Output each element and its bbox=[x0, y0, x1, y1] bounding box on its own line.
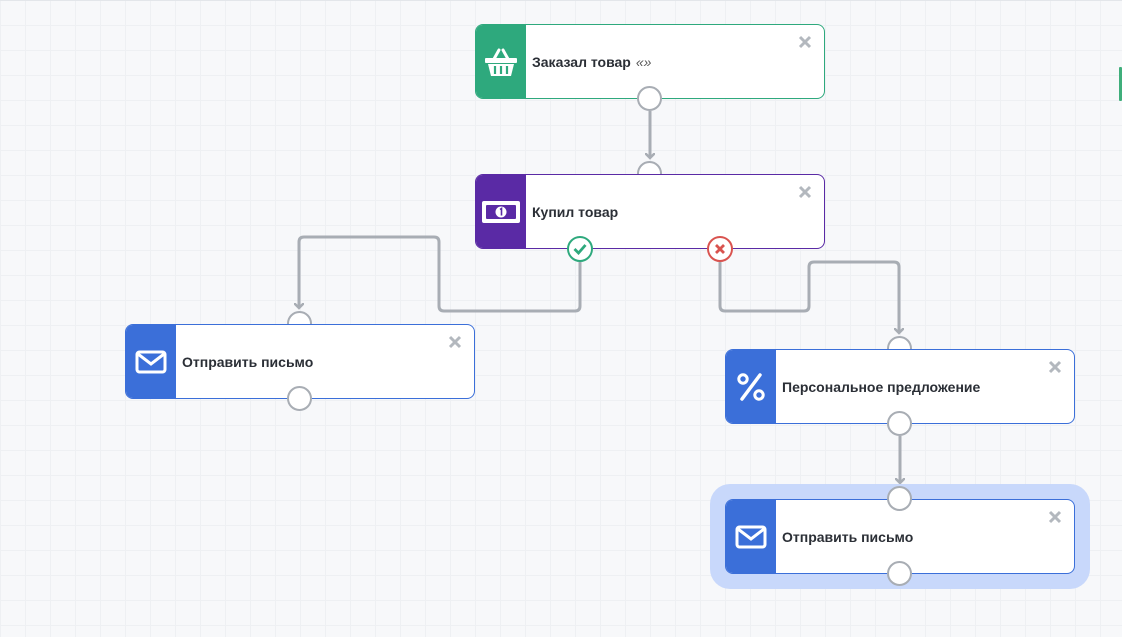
canvas-top-border bbox=[0, 0, 1122, 1]
close-icon[interactable] bbox=[798, 185, 812, 199]
node-bought-product[interactable]: Купил товар bbox=[475, 174, 825, 249]
product-placeholder[interactable]: «» bbox=[635, 53, 652, 70]
close-icon[interactable] bbox=[798, 35, 812, 49]
no-port[interactable] bbox=[707, 236, 733, 262]
close-icon[interactable] bbox=[1048, 360, 1062, 374]
node-title: Купил товар bbox=[532, 203, 619, 220]
wire-yes-to-email bbox=[299, 235, 582, 313]
node-send-email-selected[interactable]: Отправить письмо bbox=[725, 499, 1075, 574]
output-port[interactable] bbox=[887, 561, 912, 586]
envelope-icon bbox=[126, 325, 176, 398]
cross-icon bbox=[715, 244, 725, 254]
node-title: Отправить письмо bbox=[782, 528, 914, 545]
side-panel-tab[interactable] bbox=[1119, 67, 1122, 101]
basket-icon bbox=[476, 25, 526, 98]
envelope-icon bbox=[726, 500, 776, 573]
close-icon[interactable] bbox=[1048, 510, 1062, 524]
node-label: Заказал товар «» bbox=[526, 25, 651, 98]
banknote-icon bbox=[476, 175, 526, 248]
wire-no-to-offer bbox=[718, 260, 899, 333]
close-icon[interactable] bbox=[448, 335, 462, 349]
check-icon bbox=[573, 244, 587, 255]
input-port[interactable] bbox=[887, 486, 912, 511]
yes-port[interactable] bbox=[567, 236, 593, 262]
output-port[interactable] bbox=[287, 386, 312, 411]
node-title: Заказал товар bbox=[532, 53, 631, 70]
node-title: Персональное предложение bbox=[782, 378, 981, 395]
percent-icon bbox=[726, 350, 776, 423]
node-title: Отправить письмо bbox=[182, 353, 314, 370]
output-port[interactable] bbox=[887, 411, 912, 436]
output-port[interactable] bbox=[637, 86, 662, 111]
